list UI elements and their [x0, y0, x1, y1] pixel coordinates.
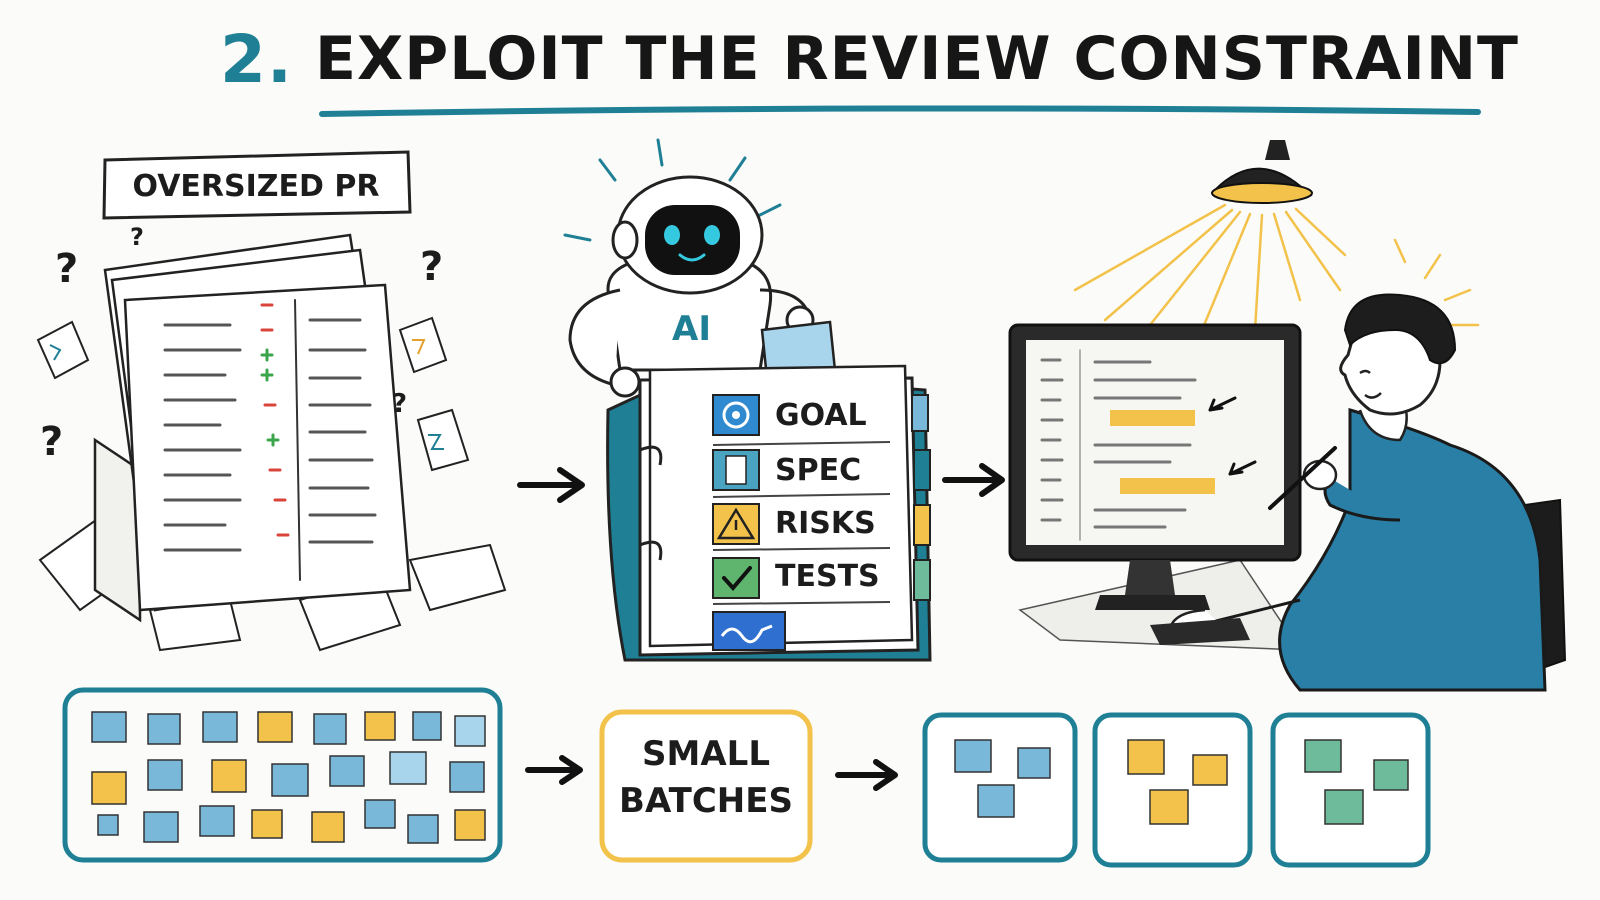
review-binder: GOAL SPEC RISKS TESTS [606, 364, 932, 662]
paper-stack [103, 233, 412, 612]
binder-row-risks: RISKS [712, 503, 891, 551]
arrow-right-icon [835, 759, 898, 791]
oversized-pr-panel: OVERSIZED PR ? ? ? ? ? [36, 150, 507, 652]
light-rays [1073, 203, 1480, 337]
title-number: 2. [220, 20, 293, 98]
batch-box-blue [922, 712, 1078, 863]
oversized-pr-label: OVERSIZED PR [133, 169, 380, 204]
diff-markers [260, 303, 290, 537]
title-underline [319, 105, 1481, 117]
question-marks: ? ? ? ? ? [40, 223, 443, 465]
binder-row-spec: SPEC [712, 449, 891, 498]
title-text: EXPLOIT THE REVIEW CONSTRAINT [315, 24, 1519, 94]
file-icon [36, 316, 470, 472]
question-mark: ? [130, 223, 144, 251]
question-mark: ? [420, 244, 443, 290]
question-mark: ? [55, 246, 78, 292]
page-title: 2. EXPLOIT THE REVIEW CONSTRAINT [220, 14, 1519, 104]
binder-tab-label: SPEC [775, 453, 861, 488]
arrow-right-icon [942, 463, 1005, 497]
arrow-right-icon [525, 755, 583, 785]
highlight-bar [1110, 410, 1195, 426]
binder-tab-label: TESTS [775, 559, 880, 594]
paper-box [93, 437, 142, 623]
reviewer-hair [1343, 293, 1457, 365]
binder-row-goal: GOAL [712, 394, 891, 446]
robot-chest-label: AI [672, 309, 711, 349]
question-mark: ? [40, 419, 63, 465]
binder-row-flow [712, 611, 786, 651]
backlog-box [62, 687, 503, 863]
oversized-pr-sign [102, 150, 412, 220]
arrow-right-icon [517, 467, 585, 503]
small-batches-line1: SMALL [642, 734, 770, 774]
reviewer-panel [1008, 140, 1567, 692]
small-batches-box: SMALL BATCHES [599, 709, 813, 863]
code-lines [1040, 349, 1197, 541]
ai-robot: AI [563, 138, 838, 398]
small-batches-line2: BATCHES [619, 781, 793, 821]
binder-tab-label: GOAL [775, 398, 867, 433]
binder-row-tests: TESTS [712, 557, 891, 605]
batch-box-green [1270, 712, 1431, 868]
checkmark-icon [712, 557, 760, 599]
arrow-left-icon [1228, 460, 1257, 476]
flow-icon [712, 611, 786, 651]
pen-icon [1268, 446, 1337, 510]
highlight-bar [1120, 478, 1215, 494]
arrow-left-icon [1208, 396, 1237, 412]
binder-tab-label: RISKS [775, 506, 876, 541]
lamp-icon [1211, 140, 1313, 204]
batch-box-yellow [1092, 712, 1253, 868]
diff-lines [163, 299, 377, 581]
question-mark: ? [392, 389, 407, 419]
reviewer-body [1278, 408, 1547, 692]
